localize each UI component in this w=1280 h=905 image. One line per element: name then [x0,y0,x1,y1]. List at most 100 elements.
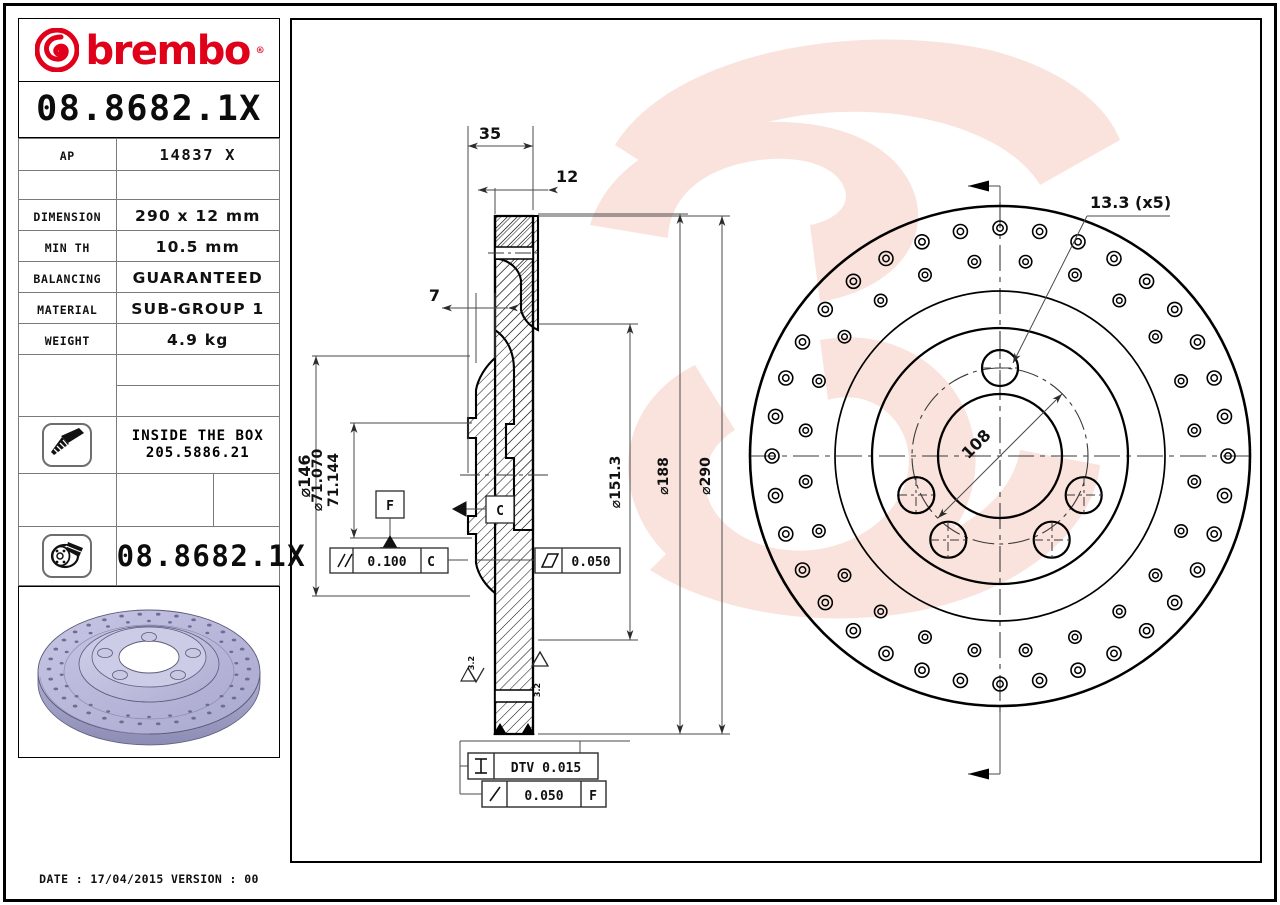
balancing-value-cell: GUARANTEED [115,261,281,293]
render-drilled-hole [229,684,234,688]
render-drilled-hole [231,696,237,700]
drilled-hole-bore [970,258,978,266]
render-drilled-hole [168,621,172,624]
section-arrow-bottom [968,712,1001,780]
drilled-hole-bore [1022,258,1030,266]
disc-part-code: 08.8682.1X [116,539,307,573]
drilled-hole-bore [918,237,926,246]
drilled-hole-bore [882,649,890,658]
drilled-hole [1148,568,1163,583]
drilled-hole-bore [1224,452,1232,460]
drilled-hole [992,220,1008,236]
render-drilled-hole [106,710,111,713]
dim-center-bore: 71.144 ⌀71.070 [310,422,472,539]
render-drilled-hole [174,720,179,724]
drilled-hole-bore [1193,338,1202,346]
drilled-hole [914,662,930,679]
drilled-hole [1106,645,1122,662]
material-label-cell: MATERIAL [18,292,117,324]
sheet-border [3,3,1277,902]
screw-icon-cell [18,416,117,474]
dimension-value: 290 x 12 mm [134,206,261,225]
brembo-wordmark: brembo [85,28,252,74]
render-drilled-hole [74,695,79,698]
drilled-hole [1187,474,1202,489]
material-value: SUB-GROUP 1 [131,299,265,318]
drilled-hole [1166,301,1183,318]
drilled-hole-bore [921,633,929,641]
dimension-value-cell: 290 x 12 mm [115,199,281,231]
balancing-label-cell: BALANCING [18,261,117,293]
drilled-hole [1216,487,1233,504]
surface-finish-right: 3.2 [530,650,550,697]
drilled-hole-bore [956,676,965,685]
drilled-hole [1067,267,1082,282]
drilled-hole-bore [996,224,1004,232]
flatness-value: 0.050 [571,555,610,570]
weight-label: WEIGHT [44,333,90,348]
info-panel: brembo ® 08.8682.1X AP 14837 X [18,18,305,863]
render-drilled-hole [239,687,245,691]
drilled-hole-bore [1142,626,1151,635]
surface-finish-right-value: 3.2 [533,683,542,697]
drilled-hole-bore [1220,412,1229,421]
minth-value-cell: 10.5 mm [115,230,281,262]
drilled-hole-bore [1110,254,1118,263]
render-drilled-hole [245,677,250,681]
render-drilled-hole [220,704,226,708]
drilled-hole [1018,643,1033,658]
dim-35: 35 [467,124,534,473]
drilled-hole [992,676,1008,692]
brembo-logo-cell: brembo ® [18,18,280,82]
weight-label-cell: WEIGHT [18,323,117,355]
render-drilled-hole [137,722,143,726]
dtv-callout: DTV 0.015 0.050 F [459,723,630,808]
drilled-hole [1112,293,1127,308]
render-drilled-hole [106,625,110,628]
disc-icon-cell [18,526,117,586]
render-drilled-hole [155,612,161,616]
drilled-hole-bore [921,271,929,279]
section-arrow-top [968,180,1001,202]
render-drilled-hole [119,614,124,618]
drilled-hole [1206,526,1223,542]
datum-c: C [451,495,515,524]
ap-value-cell: 14837 X [115,138,281,171]
render-drilled-hole [88,703,93,707]
render-drilled-hole [229,650,234,654]
ap-value: 14837 X [159,146,237,164]
drilled-hole-bore [821,305,830,314]
render-drilled-hole [74,640,79,644]
drilled-hole [952,223,969,240]
drilled-hole-bore [1190,478,1198,486]
weight-value: 4.9 kg [167,330,229,349]
render-drilled-hole [48,657,53,661]
bolt-hole-note-text: 13.3 (x5) [1090,193,1171,212]
render-drilled-hole [191,716,196,720]
render-drilled-hole [246,667,252,671]
dim-dia188-text: ⌀188 [656,457,672,495]
drilled-hole-bore [1220,491,1229,500]
part-code: 08.8682.1X [36,89,262,129]
render-drilled-hole [245,657,250,661]
drilled-hole-bore [970,646,978,654]
drilled-hole [1216,408,1233,425]
dimension-label-cell: DIMENSION [18,199,117,231]
minth-value: 10.5 mm [155,237,240,256]
drilled-hole [1031,223,1048,240]
drilled-hole [878,645,894,662]
surface-finish-left: 3.2 [459,656,485,684]
drilled-hole [1174,523,1189,538]
render-drilled-hole [137,612,143,616]
drilled-hole-bore [1151,571,1160,579]
parallelism-frame: 0.100 C [329,547,468,574]
parallelism-value: 0.100 [367,555,406,570]
datum-c-label: C [496,504,504,519]
drilled-hole [1018,254,1033,269]
drilled-hole [1189,562,1206,578]
drilled-hole-bore [1170,598,1179,607]
render-drilled-hole [207,711,212,715]
drilled-hole [917,630,932,645]
material-value-cell: SUB-GROUP 1 [115,292,281,324]
parallelism-datum: C [427,555,435,570]
